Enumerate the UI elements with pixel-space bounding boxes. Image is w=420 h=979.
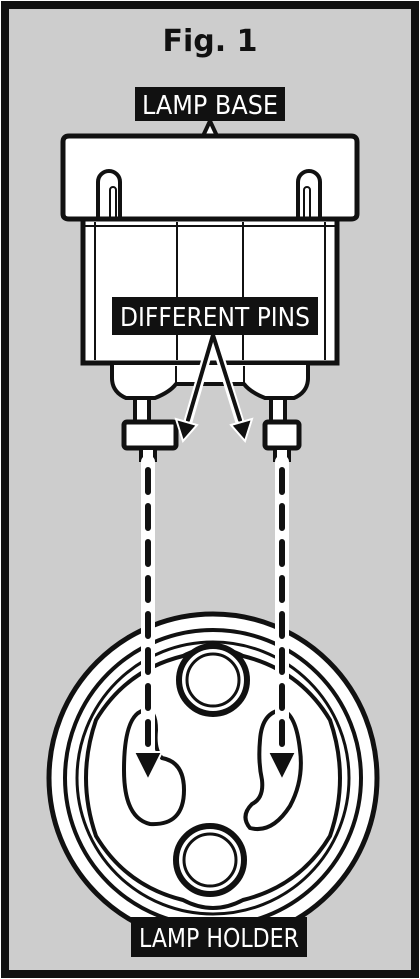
pin-insertion-path-right [266,455,298,783]
lamp-base-label-text: LAMP BASE [142,91,278,121]
figure-title: Fig. 1 [163,24,258,59]
different-pins-label-text: DIFFERENT PINS [120,303,310,333]
arrowhead-right-pin [229,417,254,443]
lamp-base-cap [60,133,360,222]
lamp-base-label: LAMP BASE [135,87,285,121]
filament-loop-left [96,169,122,219]
filament-loop-left-inner [109,186,117,219]
filament-loop-right [296,169,322,219]
lamp-holder-label-text: LAMP HOLDER [139,924,299,954]
holder-ring-3 [75,640,351,916]
insertion-arrowhead-left [132,751,164,783]
filament-loop-right-inner [303,186,311,219]
insertion-arrowhead-right [266,751,298,783]
holder-bottom-rivet-inner [182,832,238,888]
pin-left [121,396,179,462]
lamp-holder [46,611,380,945]
arrowhead-left-pin [174,417,199,443]
pin-insertion-path-left [132,455,164,783]
different-pins-label: DIFFERENT PINS [112,297,318,335]
holder-top-rivet-inner [185,652,241,708]
different-pins-arrows [174,330,254,443]
lamp-holder-label: LAMP HOLDER [131,917,307,957]
